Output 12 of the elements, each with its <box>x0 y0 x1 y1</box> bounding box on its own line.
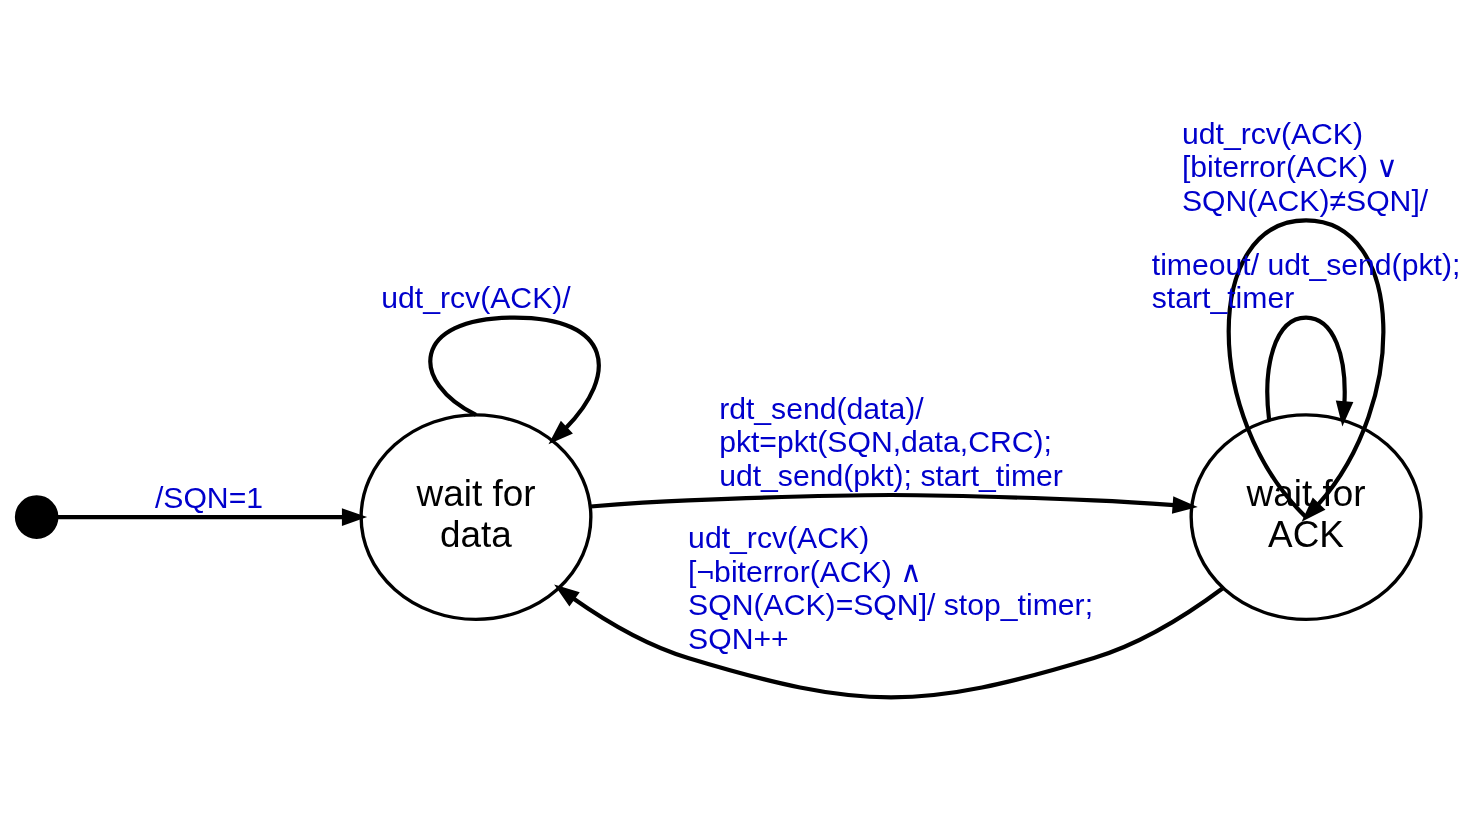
edge-label: rdt_send(data)/ pkt=pkt(SQN,data,CRC); udt_send(pkt); start_timer <box>719 391 1063 492</box>
edge-label: udt_rcv(ACK) [¬biterror(ACK) ∧ SQN(ACK)=SQN]/ stop_timer; SQN++ <box>688 520 1094 655</box>
arrow <box>57 507 368 526</box>
edge-label: udt_rcv(ACK)/ <box>381 280 571 314</box>
arrow <box>1265 314 1354 426</box>
node-circle <box>14 494 59 539</box>
edge-label: /SQN=1 <box>154 480 264 514</box>
node-ellipse: wait for data <box>359 412 593 621</box>
arrow <box>554 583 1224 699</box>
arrow <box>428 314 601 444</box>
edge-label: udt_rcv(ACK) [biterror(ACK) ∨ SQN(ACK)≠SQN]/ <box>1181 116 1429 217</box>
arrow <box>590 492 1198 514</box>
